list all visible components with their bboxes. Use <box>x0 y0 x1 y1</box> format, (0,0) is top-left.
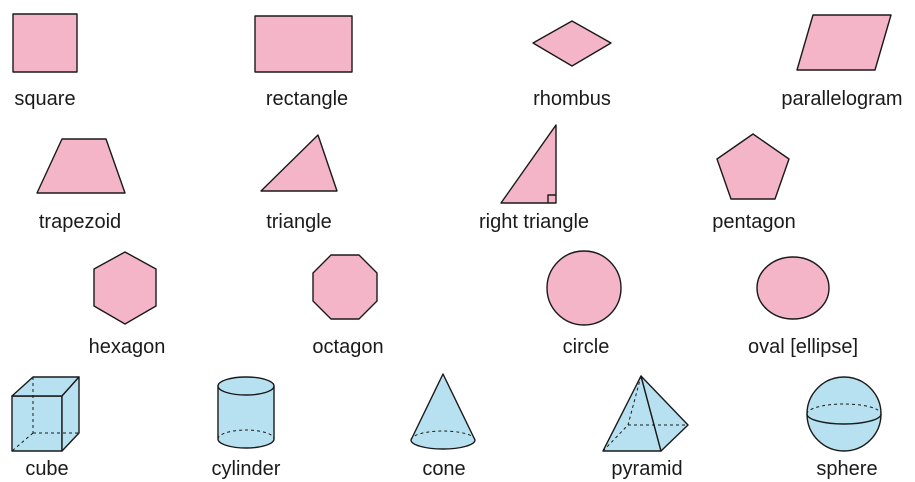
parallelogram-label: parallelogram <box>781 88 903 110</box>
pentagon-label: pentagon <box>712 211 796 233</box>
oval-label: oval [ellipse] <box>747 336 859 358</box>
parallelogram-icon <box>796 14 892 71</box>
octagon-label: octagon <box>312 336 384 358</box>
hexagon-icon <box>93 251 157 325</box>
trapezoid-label: trapezoid <box>38 211 122 233</box>
rhombus-icon <box>532 20 612 67</box>
rectangle-label: rectangle <box>265 88 349 110</box>
right-triangle-label: right triangle <box>478 211 590 233</box>
cylinder-icon <box>217 376 275 449</box>
cube-label: cube <box>25 458 69 480</box>
triangle-icon <box>260 134 338 192</box>
pentagon-icon <box>716 133 790 200</box>
square-icon <box>12 13 78 73</box>
circle-label: circle <box>562 336 610 358</box>
cylinder-label: cylinder <box>211 458 281 480</box>
cone-label: cone <box>422 458 466 480</box>
trapezoid-icon <box>36 138 126 194</box>
rectangle-icon <box>254 15 353 73</box>
cone-icon <box>410 373 476 450</box>
sphere-icon <box>806 376 882 452</box>
right-triangle-icon <box>500 124 557 204</box>
pyramid-label: pyramid <box>611 458 683 480</box>
hexagon-label: hexagon <box>88 336 166 358</box>
cube-icon <box>11 376 80 452</box>
circle-icon <box>546 250 622 326</box>
sphere-label: sphere <box>816 458 878 480</box>
rhombus-label: rhombus <box>533 88 611 110</box>
octagon-icon <box>312 254 378 320</box>
triangle-label: triangle <box>266 211 332 233</box>
oval-icon <box>756 256 830 320</box>
square-label: square <box>14 88 76 110</box>
pyramid-icon <box>602 375 689 452</box>
